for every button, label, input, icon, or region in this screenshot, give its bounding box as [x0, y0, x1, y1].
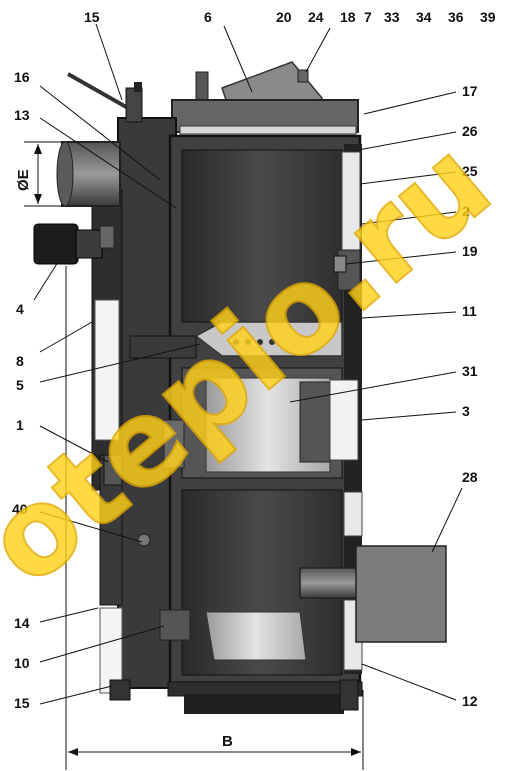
label-5: 5 — [16, 377, 24, 393]
label-11: 11 — [462, 303, 477, 319]
label-31: 31 — [462, 363, 478, 379]
combustion-chamber — [163, 367, 359, 479]
upper-chamber — [181, 149, 361, 323]
dimension-width-label: B — [222, 733, 233, 750]
front-panel — [91, 117, 177, 694]
label-39: 39 — [480, 9, 496, 25]
label-15-bottom: 15 — [14, 695, 30, 711]
label-36: 36 — [448, 9, 464, 25]
label-2: 2 — [462, 203, 470, 219]
label-12: 12 — [462, 693, 478, 709]
dimension-diameter — [24, 141, 62, 207]
middle-door — [103, 454, 151, 547]
label-19: 19 — [462, 243, 478, 259]
label-13: 13 — [14, 107, 30, 123]
label-4: 4 — [16, 301, 24, 317]
label-18: 18 — [340, 9, 356, 25]
dimension-width — [65, 266, 364, 770]
control-fittings — [67, 72, 143, 123]
label-24: 24 — [308, 9, 324, 25]
label-16: 16 — [14, 69, 30, 85]
label-33: 33 — [384, 9, 400, 25]
label-14: 14 — [14, 615, 30, 631]
flue-pipe-diameter — [56, 141, 121, 207]
dimension-diameter-label: ØE — [15, 169, 32, 191]
label-26: 26 — [462, 123, 478, 139]
label-17: 17 — [462, 83, 478, 99]
top-cover — [171, 99, 359, 135]
label-25: 25 — [462, 163, 478, 179]
label-20: 20 — [276, 9, 292, 25]
label-1: 1 — [16, 417, 24, 433]
label-6: 6 — [204, 9, 212, 25]
label-28: 28 — [462, 469, 478, 485]
leader-lines — [33, 23, 463, 705]
burner-unit — [33, 223, 115, 265]
label-3: 3 — [462, 403, 470, 419]
label-7: 7 — [364, 9, 372, 25]
label-8: 8 — [16, 353, 24, 369]
label-34: 34 — [416, 9, 432, 25]
label-10: 10 — [14, 655, 30, 671]
air-nozzle — [129, 321, 343, 359]
label-40: 40 — [12, 501, 28, 517]
boiler-base — [109, 679, 363, 714]
side-connection — [299, 545, 447, 643]
label-15-top: 15 — [84, 9, 100, 25]
